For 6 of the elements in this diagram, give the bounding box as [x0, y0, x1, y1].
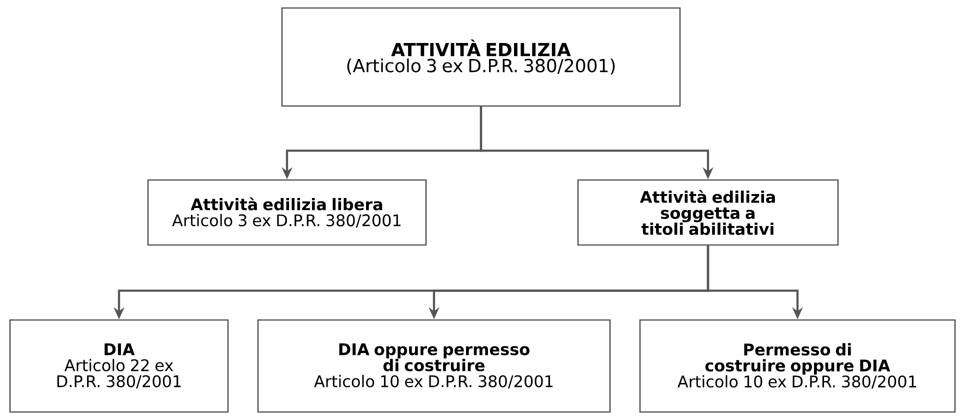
text-box: Attività edilizia libera Articolo 3 ex D.P.R. 380/2001	[147, 179, 427, 246]
text-box: DIA Articolo 22 ex D.P.R. 380/2001	[9, 319, 229, 413]
text-box: ATTIVITÀ EDILIZIA (Articolo 3 ex D.P.R. 380/2001)	[281, 7, 681, 107]
text-box: Permesso di costruire oppure DIA Articolo 10 ex D.P.R. 380/2001	[639, 319, 956, 413]
text-box: Attività edilizia soggetta a titoli abilitativi	[577, 179, 839, 246]
text-box: DIA oppure permesso di costruire Articolo 10 ex D.P.R. 380/2001	[257, 319, 611, 413]
